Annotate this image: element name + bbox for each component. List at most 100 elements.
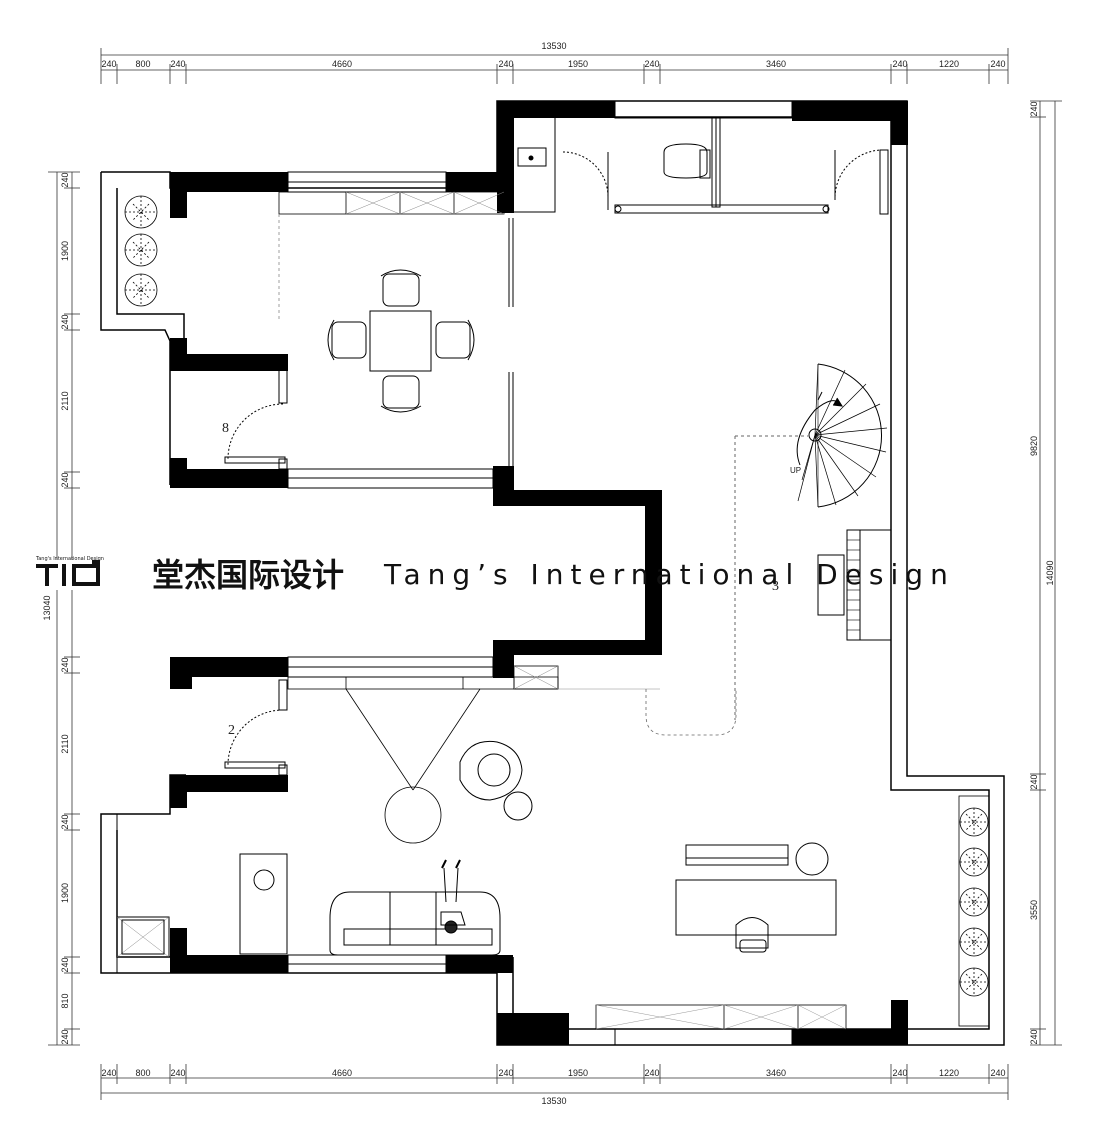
left-seg-10: 1900 <box>60 883 70 903</box>
bottom-seg-9: 240 <box>892 1068 907 1078</box>
bottom-seg-11: 240 <box>990 1068 1005 1078</box>
stool-icon <box>795 842 829 876</box>
sofa <box>329 859 501 956</box>
wall-segment <box>446 172 513 192</box>
left-seg-7: 240 <box>60 657 70 672</box>
pendant-light <box>345 688 481 844</box>
right-total-dim: 14090 <box>1045 560 1055 585</box>
chair-icon <box>435 319 475 361</box>
wall-segment <box>170 955 288 973</box>
piano <box>817 529 892 641</box>
person-figure-icon <box>440 859 466 934</box>
bottom-seg-2: 800 <box>135 1068 150 1078</box>
central-structural-core <box>493 466 662 678</box>
wall-segment <box>446 955 513 973</box>
left-seg-8: 2110 <box>60 734 70 753</box>
sink-icon <box>517 147 547 167</box>
bottom-dimension-chain <box>100 1064 1009 1100</box>
plant-icon <box>959 807 989 837</box>
bottom-seg-7: 240 <box>644 1068 659 1078</box>
left-seg-9: 240 <box>60 814 70 829</box>
plant-icon <box>959 967 989 997</box>
wall-segment <box>170 775 288 792</box>
top-seg-7: 240 <box>644 59 659 69</box>
planters-right <box>958 795 990 1027</box>
desk-area <box>675 842 837 953</box>
chair-icon <box>380 269 422 307</box>
plant-icon <box>959 927 989 957</box>
wall-segment <box>170 469 288 488</box>
wall-segment <box>170 172 288 192</box>
plant-icon <box>959 847 989 877</box>
left-seg-2: 1900 <box>60 241 70 261</box>
right-seg-4: 3550 <box>1029 900 1039 920</box>
plant-icon <box>124 233 158 267</box>
lounge-chair <box>459 740 533 821</box>
top-seg-9: 240 <box>892 59 907 69</box>
right-seg-3: 240 <box>1029 774 1039 789</box>
planters-top <box>124 195 158 307</box>
door-swing <box>834 149 884 199</box>
piano-number-3: 3 <box>772 579 779 594</box>
top-cabinet <box>278 191 505 320</box>
right-seg-2: 9820 <box>1029 436 1039 456</box>
plant-icon <box>124 273 158 307</box>
bottom-seg-10: 1220 <box>939 1068 959 1078</box>
right-segment-labels: 240 9820 240 3550 240 <box>1029 101 1039 1044</box>
top-seg-6: 1950 <box>568 59 588 69</box>
left-seg-13: 240 <box>60 1029 70 1044</box>
top-seg-1: 240 <box>101 59 116 69</box>
brand-chinese-name: 堂杰国际设计 <box>152 556 344 594</box>
wall-segment <box>891 101 908 145</box>
bottom-seg-4: 4660 <box>332 1068 352 1078</box>
door-number-8: 8 <box>222 421 229 436</box>
chair-icon <box>327 319 367 361</box>
desk-chair-icon <box>735 917 769 953</box>
piano-bench <box>817 554 845 616</box>
right-seg-1: 240 <box>1029 101 1039 116</box>
top-total-dim: 13530 <box>541 41 566 51</box>
plant-icon <box>959 887 989 917</box>
stair-up-label: UP <box>790 466 801 475</box>
bottom-seg-1: 240 <box>101 1068 116 1078</box>
storage-cabinet <box>116 853 288 958</box>
wall-segment <box>891 1000 908 1045</box>
right-dimension-chain <box>1030 100 1062 1046</box>
door-swing <box>562 151 609 198</box>
left-seg-3: 240 <box>60 314 70 329</box>
brand-small-text: Tang's International Design <box>35 556 104 562</box>
top-seg-3: 240 <box>170 59 185 69</box>
left-seg-12: 810 <box>60 993 70 1008</box>
door-2 <box>224 679 288 776</box>
side-table-icon <box>503 791 533 821</box>
wall-segment <box>170 172 187 218</box>
solid-walls <box>170 101 908 1045</box>
door-8 <box>224 359 288 470</box>
tid-logo-icon <box>36 560 100 586</box>
bottom-total-dim: 13530 <box>541 1096 566 1106</box>
left-seg-1: 240 <box>60 172 70 187</box>
wall-segment <box>170 354 288 371</box>
top-seg-8: 3460 <box>766 59 786 69</box>
top-seg-5: 240 <box>498 59 513 69</box>
top-seg-11: 240 <box>990 59 1005 69</box>
spiral-stair <box>734 363 888 720</box>
wall-segment <box>170 657 288 677</box>
bottom-seg-5: 240 <box>498 1068 513 1078</box>
wall-segment <box>497 101 615 118</box>
bottom-seg-3: 240 <box>170 1068 185 1078</box>
bathroom <box>512 116 889 215</box>
door-number-2: 2 <box>228 723 235 738</box>
left-total-dim: 13040 <box>42 595 52 620</box>
top-dimension-chain <box>100 48 1009 84</box>
plant-icon <box>124 195 158 229</box>
brand-english-name: Tang’s International Design <box>383 558 955 591</box>
top-seg-2: 800 <box>135 59 150 69</box>
wall-segment <box>792 101 908 121</box>
top-seg-10: 1220 <box>939 59 959 69</box>
shower-rail <box>614 204 829 214</box>
left-segment-labels: 240 1900 240 2110 240 2530 240 2110 240 … <box>60 172 70 1044</box>
bathroom-counter <box>512 116 556 213</box>
left-seg-11: 240 <box>60 957 70 972</box>
